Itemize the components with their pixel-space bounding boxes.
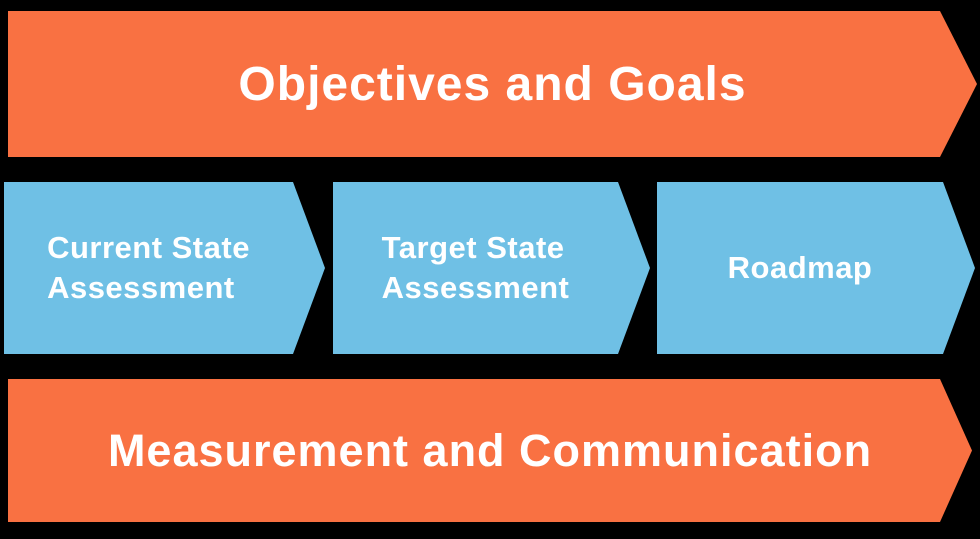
current-state-assessment-label: Current State Assessment (47, 230, 250, 305)
target-state-assessment-label: Target State Assessment (381, 230, 570, 305)
measurement-communication-label: Measurement and Communication (107, 424, 873, 476)
step-target-state-assessment: Target State Assessment (333, 182, 650, 354)
objectives-goals-label: Objectives and Goals (238, 57, 747, 111)
objectives-goals-banner: Objectives and Goals (8, 11, 977, 157)
roadmap-label: Roadmap (727, 250, 873, 286)
step-current-state-assessment: Current State Assessment (4, 182, 325, 354)
measurement-communication-banner: Measurement and Communication (8, 379, 972, 522)
step-roadmap: Roadmap (657, 182, 975, 354)
